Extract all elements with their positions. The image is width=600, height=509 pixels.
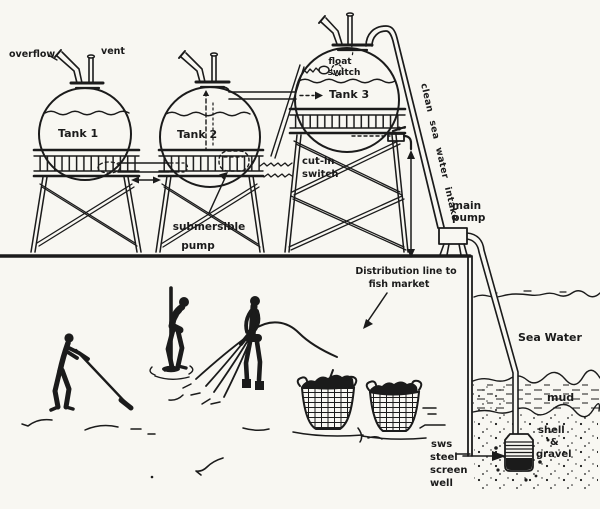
distribution-arrowhead-up bbox=[407, 150, 415, 159]
market-floor bbox=[21, 286, 446, 479]
overflow-pointer bbox=[49, 55, 58, 61]
tank-2-stand bbox=[155, 175, 265, 253]
overflow-label: overflow bbox=[9, 49, 55, 60]
tank-3-stand bbox=[284, 134, 409, 253]
distribution: Distribution line to fish market bbox=[355, 150, 457, 329]
mud-label: mud bbox=[547, 391, 574, 404]
tank-1-vent-pipe bbox=[86, 54, 96, 83]
steel-label: steel bbox=[430, 452, 458, 463]
tank-1-assembly: Tank 1 overflow vent bbox=[9, 46, 142, 253]
tank-1-water-line bbox=[44, 110, 130, 116]
tank2-tank3-pipe bbox=[223, 86, 297, 100]
tank-2-flange bbox=[194, 80, 231, 89]
distribution-label-2: fish market bbox=[369, 279, 430, 290]
gravel-label: gravel bbox=[536, 449, 572, 460]
suction-pipe-outer bbox=[466, 232, 519, 437]
hose-supply-line bbox=[252, 321, 338, 358]
submersible-pump-outline bbox=[218, 150, 250, 172]
basket bbox=[296, 369, 358, 430]
tank1-tank2-pipe bbox=[117, 162, 170, 173]
switch-wiring: cut-in switch bbox=[259, 64, 338, 180]
screen-label: screen bbox=[430, 465, 468, 476]
tank-1-label: Tank 1 bbox=[58, 127, 98, 140]
tank-1-overflow-pipe bbox=[54, 49, 83, 84]
distribution-arrowhead-down bbox=[407, 249, 415, 258]
submersible-label-1: submersible bbox=[173, 221, 246, 233]
basket bbox=[365, 379, 423, 432]
worker-raking bbox=[49, 333, 134, 412]
shell-label: shell bbox=[538, 425, 565, 436]
screen-well bbox=[504, 433, 534, 472]
tank-2-internal-piping bbox=[202, 90, 250, 172]
market-pointer-line bbox=[367, 292, 388, 322]
main-pump-label-1: main bbox=[452, 200, 481, 212]
gravel-speckles-upper bbox=[478, 386, 506, 412]
float-switch-cable bbox=[270, 64, 305, 159]
cut-in-label-1: cut-in bbox=[302, 156, 335, 167]
main-pump bbox=[438, 227, 468, 256]
tank3-inlet-arrowhead bbox=[315, 91, 323, 100]
float-cable-coil bbox=[303, 67, 320, 74]
tank-2-overflow-pipe bbox=[178, 50, 206, 83]
worker-pounding bbox=[149, 286, 194, 380]
ampersand-label: & bbox=[550, 437, 559, 448]
seafront-section: Sea Water mud shell & gravel bbox=[0, 254, 600, 489]
tank-3-assembly: float switch Tank 3 bbox=[284, 12, 413, 253]
float-switch-label: switch bbox=[328, 68, 361, 78]
tap bbox=[387, 125, 413, 151]
wave-ticks bbox=[491, 290, 567, 294]
well-pointer-arrowhead bbox=[492, 451, 506, 461]
suction-pipe-mask bbox=[466, 233, 519, 436]
suction-pipe-inner bbox=[466, 238, 514, 437]
market-pointer-arrowhead bbox=[363, 319, 373, 329]
interconnect-pipes bbox=[97, 86, 323, 184]
intake-pipe-outer bbox=[365, 25, 445, 228]
tank-2-vent-pipe bbox=[209, 52, 219, 82]
tank-1-flange bbox=[69, 81, 105, 90]
float-label: float bbox=[328, 57, 352, 67]
hose-spray-lines bbox=[195, 334, 252, 398]
tank-2-platform bbox=[157, 148, 265, 178]
tank-3-label: Tank 3 bbox=[329, 88, 369, 101]
sws-label: sws bbox=[431, 439, 452, 450]
tank-3-water-line bbox=[298, 78, 396, 84]
main-pump-label-2: pump bbox=[452, 212, 486, 224]
tank-3-vent-pipe bbox=[345, 12, 355, 45]
clean-sea-water-intake-label: clean sea water intake bbox=[418, 82, 460, 222]
tank2-pipe-inlet-dashed bbox=[169, 162, 189, 173]
tank-1-platform bbox=[32, 148, 141, 178]
tank-2-water-line bbox=[165, 111, 251, 117]
submersible-pointer-arrowhead bbox=[219, 172, 228, 181]
tank-1-stand bbox=[30, 176, 142, 253]
floor-marks bbox=[21, 407, 446, 479]
flow-arrow-heads bbox=[131, 176, 161, 184]
well-label: well bbox=[430, 478, 453, 489]
distribution-label-1: Distribution line to bbox=[355, 266, 457, 277]
vent-label: vent bbox=[101, 46, 125, 57]
tank-2-assembly: Tank 2 submersible pump bbox=[155, 50, 265, 253]
submersible-label-2: pump bbox=[181, 240, 215, 252]
intake-pipe-inner bbox=[371, 30, 439, 229]
spray-splashes bbox=[168, 383, 221, 405]
cut-in-label-2: switch bbox=[302, 169, 338, 180]
quay-wall bbox=[467, 255, 473, 457]
cut-in-switch-coils bbox=[259, 162, 293, 178]
tank1-pipe-inlet-dashed bbox=[97, 161, 121, 174]
tank-3-platform bbox=[288, 107, 407, 135]
mud-top-line bbox=[472, 369, 600, 386]
tank-3-overflow-pipe bbox=[318, 15, 343, 45]
float-switch bbox=[318, 44, 354, 77]
worker-hosing bbox=[168, 296, 338, 405]
sea-water-label: Sea Water bbox=[518, 331, 583, 344]
submersible-pointer bbox=[208, 177, 226, 214]
tank-2-label: Tank 2 bbox=[177, 128, 217, 141]
